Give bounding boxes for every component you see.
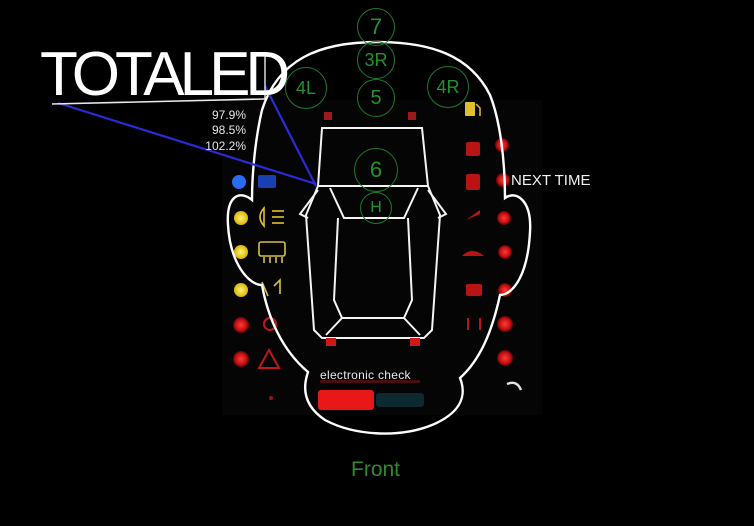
zone-ring-5: 5 <box>357 79 395 117</box>
next-time-label: NEXT TIME <box>511 172 591 189</box>
left-indicator-column <box>232 175 276 400</box>
zone-ring-4r: 4R <box>427 66 469 108</box>
electronic-check-bar-dim <box>376 393 424 407</box>
head-outline <box>226 40 532 435</box>
percentage-2: 98.5% <box>211 123 246 137</box>
fog-light-icon <box>259 205 284 229</box>
pointer-lines <box>51 56 317 187</box>
rear-defrost-icon <box>258 241 286 263</box>
zone-ring-3r: 3R <box>357 41 395 79</box>
fuel-pump-icon <box>465 102 481 116</box>
electronic-check-bar <box>318 390 374 410</box>
hazard-triangle-icon <box>257 347 281 369</box>
totaled-title: TOTALED <box>40 40 290 109</box>
right-warning-icons <box>462 142 484 330</box>
zone-ring-6: 6 <box>354 148 398 192</box>
zone-ring-h: H <box>360 192 392 224</box>
right-indicator-column <box>495 138 523 391</box>
car-outline <box>298 127 448 339</box>
zone-ring-4l: 4L <box>285 67 327 109</box>
front-caption: Front <box>351 458 401 481</box>
percentage-1: 97.9% <box>211 108 246 122</box>
electronic-check-label: electronic check <box>320 368 411 382</box>
percentage-3: 102.2% <box>205 139 246 153</box>
